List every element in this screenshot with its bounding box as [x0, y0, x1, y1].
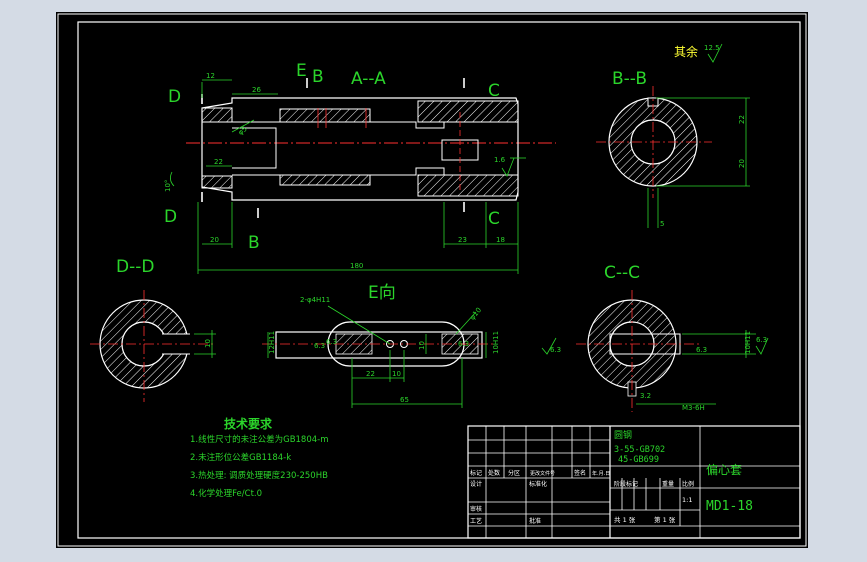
outer-frame	[57, 13, 807, 547]
tb-check: 审核	[470, 505, 482, 513]
tb-material: 圆钢	[614, 429, 632, 441]
aa-mark-c-bottom: C	[488, 209, 500, 229]
e-dim-hole: 2-φ4H11	[300, 296, 330, 304]
dim-20: 20	[210, 236, 219, 244]
e-rough-4: 6.3	[550, 346, 561, 354]
view-e: E向 2-φ4H11 22 10 65 10 12H11 10H11 φ10	[262, 283, 561, 408]
roughness-symbol-general	[707, 43, 723, 63]
section-cc-view: C--C 10H11 M3-6H 3.2 6.3 6.3	[576, 263, 769, 412]
dim-12: 12	[206, 72, 215, 80]
aa-title: A--A	[351, 69, 386, 89]
title-block	[467, 425, 801, 539]
bb-dim-22: 22	[738, 115, 746, 124]
cc-rough-63b: 6.3	[756, 336, 767, 344]
drawing-sheet: A--A D D E B B C C 12 26 φ5 22 10° 20 18…	[56, 12, 808, 548]
cc-rough-63a: 6.3	[696, 346, 707, 354]
bb-title: B--B	[612, 69, 647, 89]
roughness-symbol-aa	[501, 157, 515, 177]
dim-22: 22	[214, 158, 223, 166]
aa-mark-d-top: D	[168, 87, 181, 107]
aa-mark-e: E	[296, 61, 307, 81]
tb-row-label-1: 标记	[470, 469, 482, 477]
tb-design: 设计	[470, 480, 482, 488]
cc-rough-32: 3.2	[640, 392, 651, 400]
title-block-text: 圆钢 3-55-GB702 45-GB699 偏心套 MD1-18 标记 处数 …	[470, 429, 753, 525]
tb-scale-value: 1:1	[682, 496, 692, 504]
dim-23: 23	[458, 236, 467, 244]
e-rough-3: 6.3	[458, 340, 469, 348]
aa-mark-d-bottom: D	[164, 207, 177, 227]
bb-dim-20: 20	[738, 159, 746, 168]
e-dim-phi10: φ10	[468, 306, 483, 322]
tb-row-label-5: 签名	[574, 469, 586, 477]
dim-10deg: 10°	[164, 180, 172, 192]
aa-mark-b-bottom: B	[248, 233, 260, 253]
aa-hatch-bottom-mid	[279, 174, 371, 186]
dim-phi5: φ5	[237, 125, 249, 137]
tb-scale-label: 比例	[682, 480, 694, 488]
cad-drawing: A--A D D E B B C C 12 26 φ5 22 10° 20 18…	[57, 13, 807, 547]
tb-row-label-2: 处数	[488, 469, 500, 477]
tb-weight-label: 重量	[662, 480, 674, 488]
tb-row-label-6: 年.月.日	[592, 470, 610, 477]
e-dim-10h11: 10H11	[492, 331, 500, 354]
rough-general-label: 其余	[674, 44, 698, 59]
notes-title: 技术要求	[224, 416, 273, 431]
e-view-slot	[327, 321, 465, 367]
tb-standard-2: 45-GB699	[618, 455, 659, 465]
tb-row-label-3: 分区	[508, 469, 520, 477]
aa-hatch-top-right	[417, 100, 519, 123]
dim-26: 26	[252, 86, 261, 94]
e-dim-12h11: 12H11	[268, 331, 276, 354]
section-bb-view: B--B 22 20 5 其余 12.5	[596, 43, 750, 228]
dim-18: 18	[496, 236, 505, 244]
dd-dim-10: 10	[204, 339, 212, 348]
tb-part-name: 偏心套	[706, 462, 742, 477]
cc-title: C--C	[604, 263, 640, 283]
rough-general-value: 12.5	[704, 44, 720, 52]
aa-hatch-bottom-right	[417, 174, 519, 197]
cc-dim-m3: M3-6H	[682, 404, 705, 412]
section-aa-view: A--A D D E B B C C 12 26 φ5 22 10° 20 18…	[164, 61, 556, 274]
e-view-title: E向	[368, 283, 396, 303]
notes-item-4: 4.化学处理Fe/Ct.0	[190, 488, 262, 499]
notes-item-1: 1.线性尺寸的未注公差为GB1804-m	[190, 434, 329, 445]
tb-standardize: 标准化	[529, 480, 547, 488]
tb-process: 工艺	[470, 517, 482, 525]
section-dd-view: D--D 10	[90, 257, 216, 402]
technical-notes: 技术要求 1.线性尺寸的未注公差为GB1804-m 2.未注形位公差GB1184…	[190, 416, 329, 499]
e-view-body	[275, 331, 483, 359]
dim-180: 180	[350, 262, 363, 270]
e-dim-10: 10	[392, 370, 401, 378]
e-dim-10v: 10	[418, 341, 426, 350]
aa-bore	[232, 121, 518, 176]
e-rough-1: 6.3	[314, 342, 325, 350]
inner-frame	[77, 21, 801, 539]
e-dim-22: 22	[366, 370, 375, 378]
aa-hatch-top-mid	[279, 108, 371, 123]
aa-hatch-bottom-left	[201, 175, 233, 189]
dd-title: D--D	[116, 257, 154, 277]
tb-stage-label: 阶段标记	[614, 480, 638, 488]
tb-drawing-no: MD1-18	[706, 499, 753, 514]
e-rough-2: 6.3	[326, 338, 337, 346]
tb-standard-1: 3-55-GB702	[614, 445, 665, 455]
aa-mark-c-top: C	[488, 81, 500, 101]
tb-approve: 批准	[529, 517, 541, 525]
tb-sheet-total: 共 1 张	[614, 515, 636, 524]
notes-item-2: 2.未注形位公差GB1184-k	[190, 452, 291, 463]
rough-1-6: 1.6	[494, 156, 506, 164]
e-dim-65: 65	[400, 396, 409, 404]
cc-dim-10h11: 10H11	[744, 331, 752, 354]
tb-row-label-4: 更改文件号	[530, 470, 555, 477]
notes-item-3: 3.热处理: 调质处理硬度230-250HB	[190, 470, 328, 481]
bb-dim-5: 5	[660, 220, 664, 228]
tb-sheet-no: 第 1 张	[654, 515, 676, 524]
aa-hatch-top-left	[201, 107, 233, 123]
aa-mark-b-top: B	[312, 67, 324, 87]
